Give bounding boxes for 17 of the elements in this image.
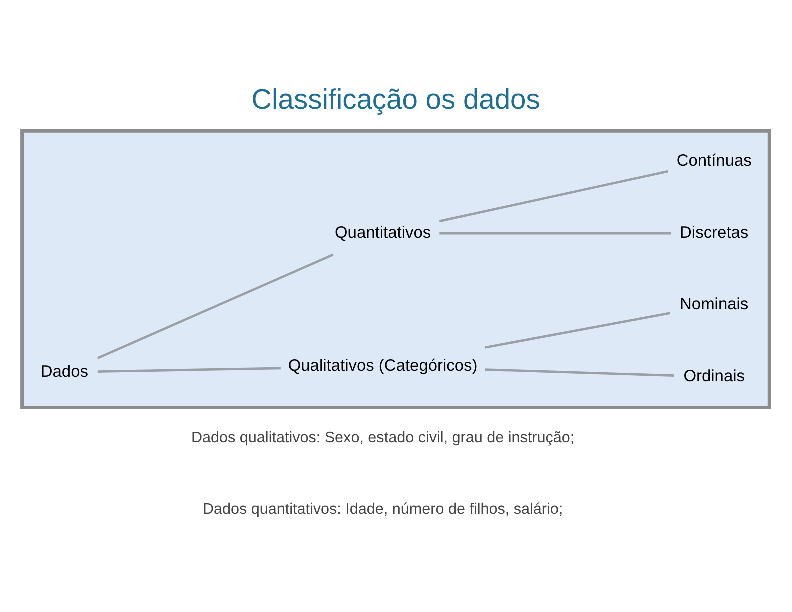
connector xyxy=(484,312,671,348)
node-text: Dados xyxy=(40,362,88,380)
node-text: Ordinais xyxy=(684,366,746,385)
node-text: Contínuas xyxy=(676,152,752,170)
connector xyxy=(98,366,281,372)
connector xyxy=(440,232,672,234)
connector xyxy=(97,253,334,359)
cluster xyxy=(20,128,772,409)
connector xyxy=(485,368,674,377)
node-text: Quantitativos xyxy=(334,223,432,242)
node-text: Nominais xyxy=(680,295,749,314)
connector xyxy=(439,170,668,222)
diagram-title: Classificação os dados xyxy=(252,82,540,115)
label: Dados quantitativos: Idade, número de filhos, salário; xyxy=(202,500,564,518)
label: Dados qualitativos: Sexo, estado civil, grau de instrução; xyxy=(192,428,575,446)
node-text: Discretas xyxy=(680,223,749,242)
node-text: Qualitativos (Categóricos) xyxy=(288,356,478,374)
